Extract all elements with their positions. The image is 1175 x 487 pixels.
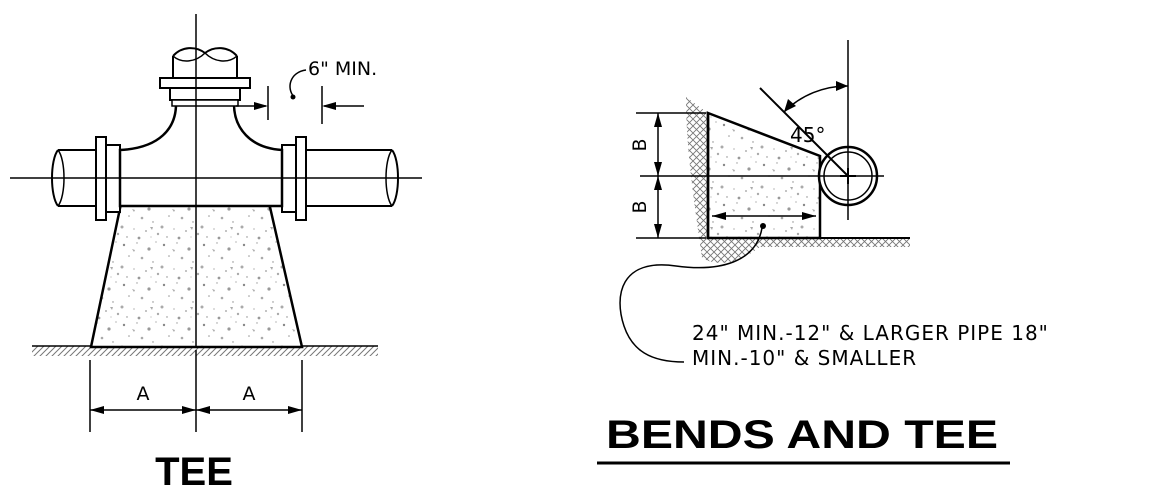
- bend-dim-label-top: B: [629, 138, 651, 151]
- bend-b-dimension: [636, 112, 706, 239]
- tee-ground-hatch: [32, 346, 378, 356]
- bend-detail: 45° B B 24" MIN.-12" & LARGER PIPE 18" M…: [597, 40, 1049, 465]
- tee-fitting-body: [118, 102, 284, 208]
- tee-a-dimension: [89, 350, 303, 432]
- tee-title: TEE: [155, 450, 233, 487]
- bend-45-line: [759, 87, 849, 177]
- bend-length-dimension: [712, 198, 821, 238]
- bend-dim-label-bottom: B: [629, 200, 651, 213]
- bend-angle-label: 45°: [790, 123, 825, 147]
- bend-ground-hatch: [686, 97, 910, 263]
- tee-dim-label-left: A: [137, 383, 150, 405]
- bend-note-line-1: 24" MIN.-12" & LARGER PIPE 18": [692, 321, 1049, 345]
- bend-note-line-2: MIN.-10" & SMALLER: [692, 346, 917, 370]
- tee-detail: 6" MIN. A A TEE: [10, 14, 422, 487]
- bend-note-leader: [619, 227, 763, 363]
- tee-clearance-dimension: [236, 69, 364, 124]
- tee-clearance-note: 6" MIN.: [308, 58, 377, 80]
- tee-branch-pipe: [159, 47, 251, 107]
- tee-dim-label-right: A: [243, 383, 256, 405]
- bend-title: BENDS AND TEE: [606, 413, 998, 457]
